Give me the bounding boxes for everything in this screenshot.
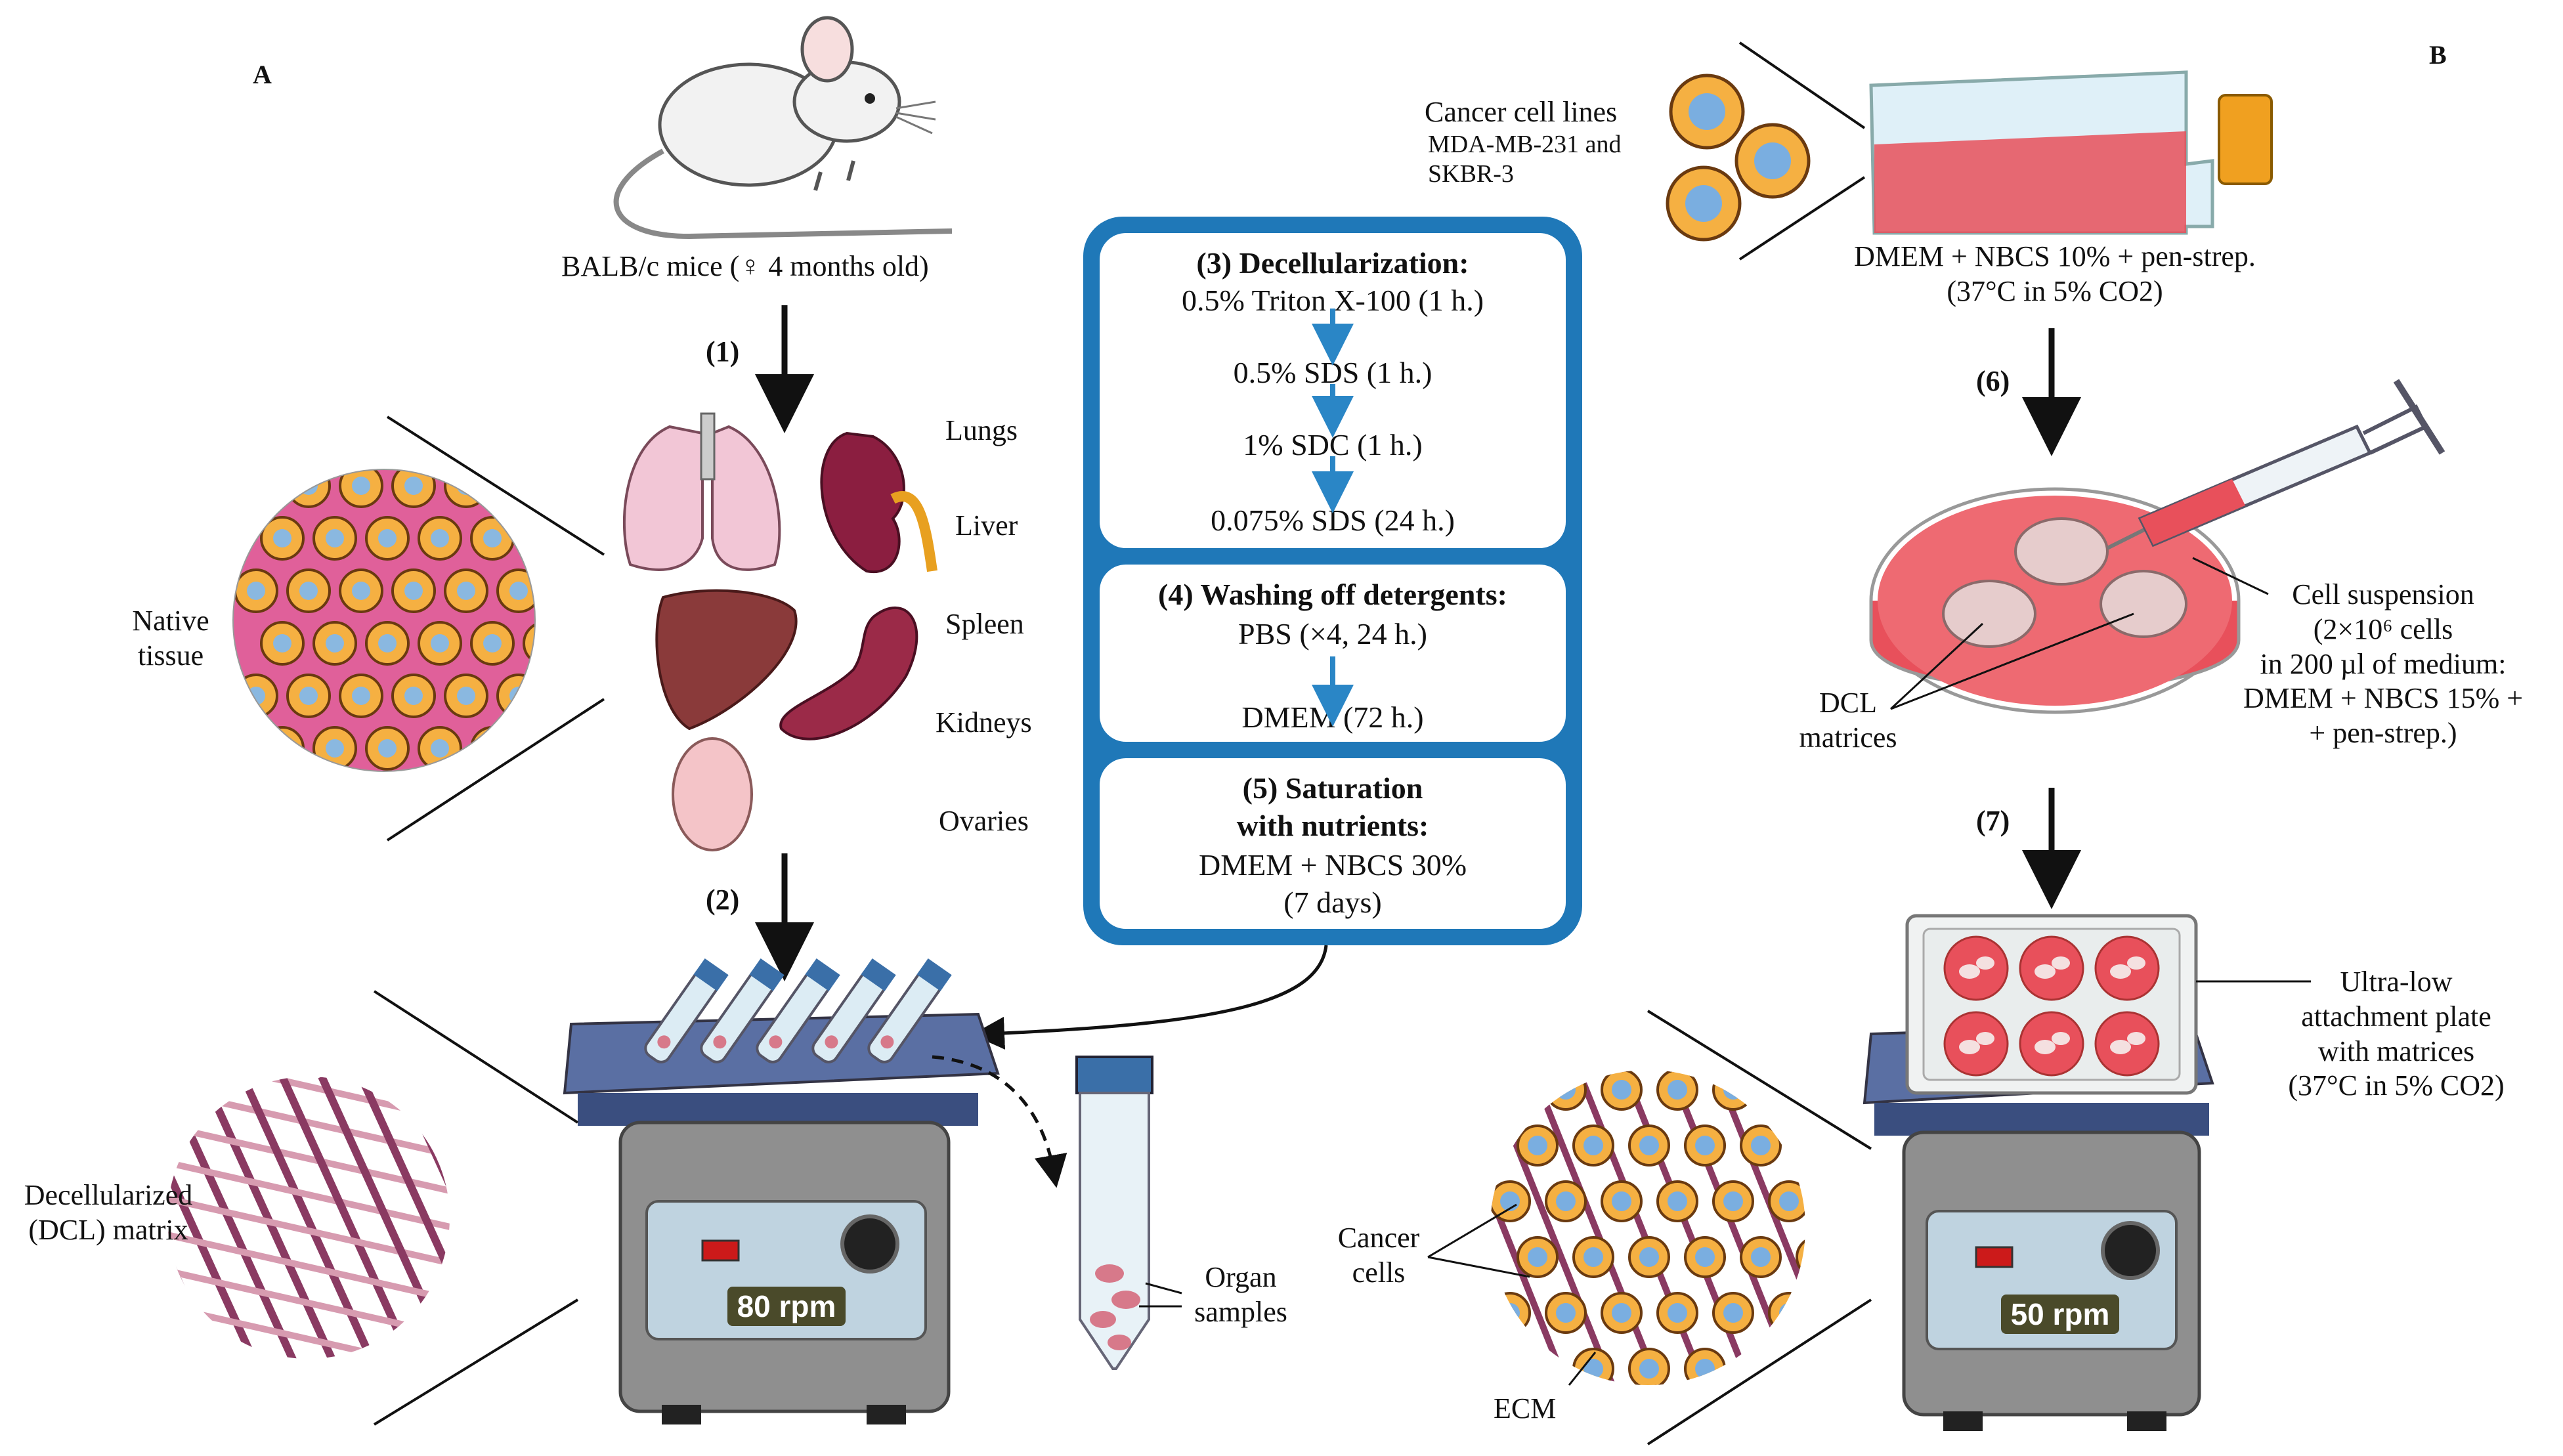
plate-label: Ultra-low attachment plate with matrices… [2258, 965, 2534, 1103]
cell-lines-line3: SKBR-3 [1428, 160, 1514, 188]
dcl-matrix-line2: (DCL) matrix [28, 1213, 188, 1246]
organ-label-liver: Liver [955, 509, 1018, 542]
flask-medium-label: DMEM + NBCS 10% + pen-strep. (37°C in 5%… [1799, 240, 2311, 309]
plate-line2: attachment plate [2301, 1000, 2491, 1033]
saturation-title-1: (5) Saturation [1242, 771, 1423, 805]
cell-suspension-line5: + pen-strep.) [2309, 717, 2457, 750]
native-tissue-line1: Native [132, 605, 209, 637]
decellularization-title: (3) Decellularization: [1196, 246, 1469, 280]
saturation-box: (5) Saturation with nutrients: DMEM + NB… [1100, 758, 1566, 929]
petri-dish-illustration [1869, 487, 2269, 714]
organ-label-kidneys: Kidneys [936, 706, 1032, 739]
cell-lines-label: Cancer cell lines MDA-MB-231 and SKBR-3 [1425, 95, 1621, 190]
flask-medium-line2: (37°C in 5% CO2) [1947, 274, 2163, 307]
dcl-matrices-line2: matrices [1799, 721, 1897, 754]
left-shaker-illustration [563, 958, 1000, 1424]
mouse-label: BALB/c mice (♀ 4 months old) [561, 250, 929, 282]
cell-suspension-line1: Cell suspension [2292, 578, 2474, 610]
panel-label-a: A [253, 60, 272, 89]
cell-suspension-line4: DMEM + NBCS 15% + [2243, 682, 2524, 715]
step-1-label: (1) [706, 335, 740, 368]
step-2-label: (2) [706, 884, 740, 916]
protocol-blue-arrows [1312, 309, 1354, 727]
plate-line4: (37°C in 5% CO2) [2288, 1069, 2505, 1102]
organ-samples-line1: Organ [1205, 1261, 1277, 1293]
cell-suspension-label: Cell suspension (2×10⁶ cells in 200 µl o… [2199, 578, 2563, 751]
step-6-label: (6) [1976, 365, 2010, 397]
saturation-title-2: with nutrients: [1236, 809, 1429, 842]
organ-label-lungs: Lungs [945, 414, 1018, 446]
ecm-label: ECM [1494, 1392, 1557, 1424]
saturation-step-1: DMEM + NBCS 30% [1198, 848, 1467, 882]
cancer-cells-line2: cells [1352, 1256, 1406, 1289]
falcon-tube-illustration [1075, 1056, 1182, 1370]
organ-samples-line2: samples [1194, 1295, 1287, 1328]
washing-title: (4) Washing off detergents: [1158, 578, 1507, 611]
native-tissue-line2: tissue [137, 639, 204, 672]
mouse-illustration [613, 16, 953, 240]
dcl-matrix-line1: Decellularized [24, 1179, 193, 1211]
flask-medium-line1: DMEM + NBCS 10% + pen-strep. [1854, 240, 2256, 272]
cell-suspension-line3: in 200 µl of medium: [2260, 647, 2507, 680]
dcl-matrices-label: DCL matrices [1782, 686, 1914, 756]
right-shaker-speed: 50 rpm [2010, 1297, 2110, 1331]
organ-label-spleen: Spleen [945, 608, 1024, 640]
cell-suspension-line2: (2×10⁶ cells [2313, 612, 2453, 645]
native-tissue-label: Native tissue [118, 604, 223, 674]
cancer-cells-line1: Cancer [1337, 1222, 1420, 1254]
syringe-illustration [2106, 379, 2445, 550]
organ-samples-label: Organ samples [1175, 1260, 1306, 1330]
saturation-step-2: (7 days) [1283, 886, 1382, 919]
cancer-cells-illustration [1666, 74, 1811, 242]
left-shaker-speed: 80 rpm [737, 1289, 836, 1323]
dcl-matrices-line1: DCL [1819, 687, 1877, 719]
plate-line3: with matrices [2317, 1035, 2475, 1067]
dcl-matrix-label: Decellularized (DCL) matrix [10, 1178, 207, 1248]
step-7-label: (7) [1976, 805, 2010, 837]
cancer-cells-label: Cancer cells [1320, 1221, 1438, 1291]
plate-line1: Ultra-low [2340, 966, 2453, 998]
cell-lines-line2: MDA-MB-231 and [1428, 130, 1622, 158]
culture-flask-illustration [1869, 70, 2273, 235]
right-shaker-illustration [1863, 914, 2311, 1431]
organs-illustration [622, 412, 937, 851]
washing-step-1: PBS (×4, 24 h.) [1238, 617, 1427, 651]
cell-lines-line1: Cancer cell lines [1425, 96, 1618, 128]
panel-label-b: B [2429, 40, 2447, 70]
organ-label-ovaries: Ovaries [939, 805, 1029, 837]
